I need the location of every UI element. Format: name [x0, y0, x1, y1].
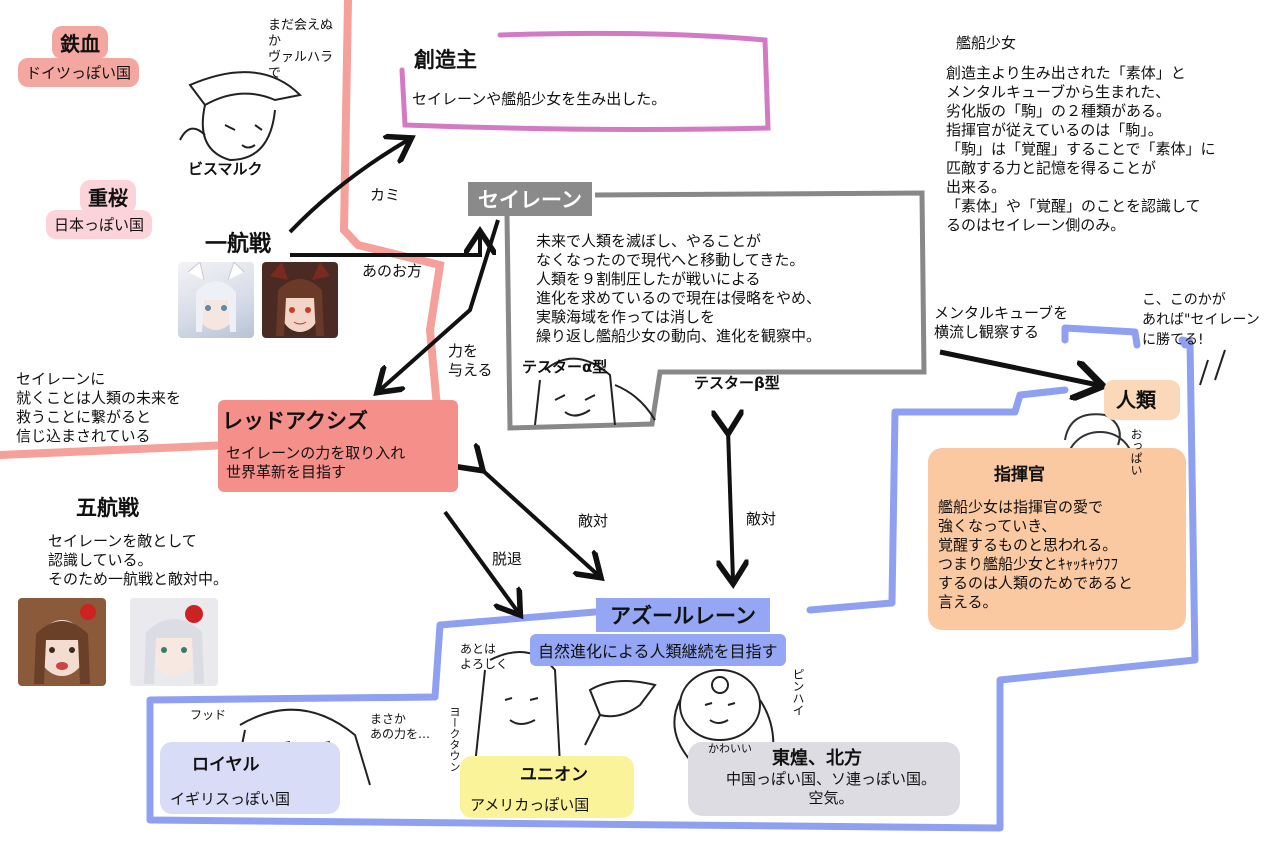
royal-desc: イギリスっぽい国	[170, 790, 291, 808]
arrow-mental-cube	[939, 349, 1098, 385]
humanity-name: 人類	[1116, 388, 1156, 412]
creator-desc: セイレーンや艦船少女を生み出した。	[412, 90, 667, 108]
red-axis-name: レッドアクシズ	[222, 409, 368, 433]
kansen-desc: 創造主より生み出された「素体」と メンタルキューブから生まれた、 劣化版の「駒」…	[946, 64, 1216, 234]
bismarck-quote: まだ会えぬか ヴァルハラで	[268, 18, 334, 81]
azur-lane-name: アズールレーン	[596, 598, 770, 632]
edge-label-anookata: あのお方	[362, 262, 423, 280]
shoukaku-avatar	[130, 598, 218, 686]
commander-desc: 艦船少女は指揮官の愛で 強くなっていき、 覚醒するものと思われる。 つまり艦船少…	[938, 498, 1133, 611]
red-axis-desc: セイレーンの力を取り入れ 世界革新を目指す	[226, 444, 406, 481]
yorktown-doodle-label: ヨークタウン	[448, 706, 461, 772]
commander-name: 指揮官	[994, 465, 1045, 485]
tester-alpha-label: テスターα型	[522, 358, 608, 376]
masaka-doodle-label: まさか あの力を…	[370, 712, 431, 741]
pinhai-doodle-label: ピンハイ	[791, 668, 805, 716]
atoha-doodle-label: あとは よろしく	[460, 642, 509, 671]
royal-box	[160, 742, 340, 814]
bismarck-label: ビスマルク	[188, 160, 263, 178]
dragon-north-desc: 中国っぽい国、ソ連っぽい国。 空気。	[725, 770, 936, 807]
union-name: ユニオン	[520, 765, 588, 785]
kaga-avatar	[178, 262, 254, 338]
commander-box	[928, 448, 1186, 630]
oppai-doodle-label: おっぱい	[1129, 428, 1143, 476]
creator-box-border	[399, 30, 771, 132]
humanity-name-bg	[1104, 380, 1180, 420]
tester-doodle	[534, 357, 656, 426]
kawaii-doodle-label: かわいい	[708, 742, 752, 755]
arrow-redaxis-sirens-hostile	[480, 468, 598, 575]
royal-name: ロイヤル	[192, 755, 260, 775]
creator-name: 創造主	[414, 48, 477, 72]
sirens-box-border	[504, 190, 927, 431]
jusakura-desc: 日本っぽい国	[46, 210, 153, 239]
dragon-north-name: 東煌、北方	[772, 748, 862, 769]
human-quote: こ、このかが あれば"セイレーン に勝てる!	[1142, 292, 1260, 348]
akagi-avatar	[262, 262, 338, 338]
dragon-box	[688, 742, 960, 816]
zuikaku-avatar	[18, 598, 106, 686]
union-box	[460, 756, 634, 818]
gokousen-name: 五航戦	[76, 496, 139, 520]
azur-territory-border	[146, 324, 1199, 832]
kansen-title: 艦船少女	[956, 34, 1017, 52]
edge-label-hostile-1: 敵対	[578, 512, 609, 530]
edge-label-dattai: 脱退	[492, 550, 523, 568]
tester-beta-label: テスターβ型	[694, 374, 780, 392]
arrow-sirens-azur-hostile	[728, 430, 733, 580]
union-doodle	[474, 651, 657, 766]
edge-label-chikara: 力を 与える	[448, 342, 493, 379]
sirens-name: セイレーン	[468, 182, 592, 216]
azur-lane-desc: 自然進化による人類継続を目指す	[530, 634, 786, 666]
edge-label-mental: メンタルキューブを 横流し観察する	[934, 304, 1069, 341]
edge-label-kami: カミ	[370, 186, 401, 204]
red-axis-note: セイレーンに 就くことは人類の未来を 救うことに繋がると 信じ込まされている	[16, 370, 182, 445]
union-desc: アメリカっぽい国	[470, 796, 590, 814]
arrow-ikkousen-to-sirens	[290, 235, 480, 257]
sirens-desc: 未来で人類を滅ぼし、やることが なくなったので現代へと移動してきた。 人類を９割…	[536, 232, 822, 345]
bismarck-doodle	[179, 71, 303, 162]
gokousen-desc: セイレーンを敵として 認識している。 そのため一航戦と敵対中。	[48, 532, 229, 588]
jusakura-name: 重桜	[80, 180, 136, 213]
red-axis-box	[218, 400, 458, 492]
edge-label-hostile-2: 敵対	[746, 510, 777, 528]
human-quote-marks	[1199, 349, 1226, 386]
fudo-doodle-label: フッド	[190, 708, 227, 722]
arrow-ikkousen-to-creator	[288, 140, 408, 234]
arrow-sirens-to-redaxis	[380, 219, 500, 390]
ikkousen-name: 一航戦	[205, 232, 272, 257]
tetsuketsu-name: 鉄血	[52, 26, 108, 59]
tetsuketsu-desc: ドイツっぽい国	[18, 58, 140, 87]
arrow-redaxis-to-azur-dattai	[443, 510, 518, 612]
